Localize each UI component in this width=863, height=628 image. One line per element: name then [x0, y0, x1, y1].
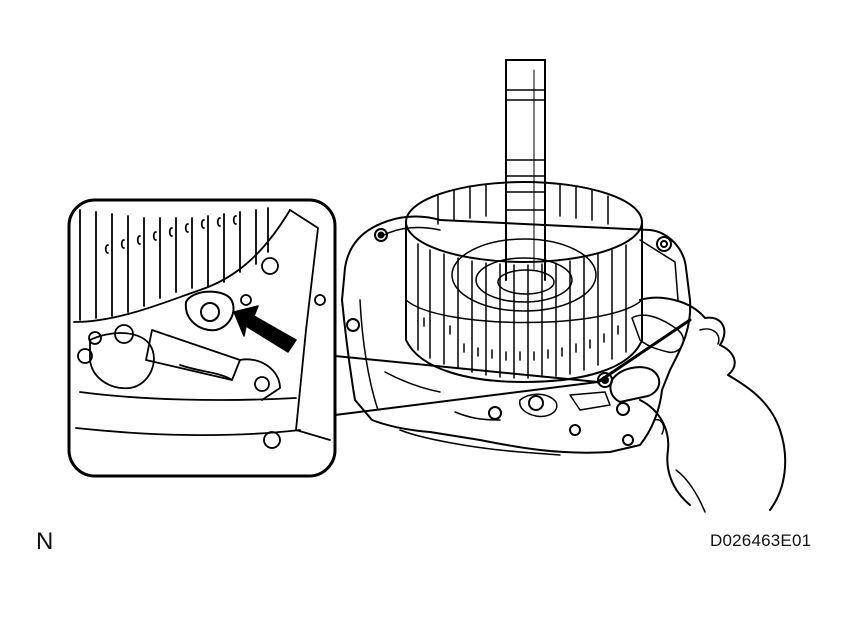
clutch-drum	[405, 181, 643, 383]
transmission-case	[341, 215, 692, 456]
input-shaft	[505, 59, 546, 281]
hand	[596, 296, 787, 513]
detail-callout	[67, 198, 337, 478]
callout-leader-lines	[334, 355, 599, 416]
arrow-icon	[233, 305, 297, 353]
figure-code: D026463E01	[710, 531, 812, 550]
corner-label: N	[36, 528, 54, 555]
